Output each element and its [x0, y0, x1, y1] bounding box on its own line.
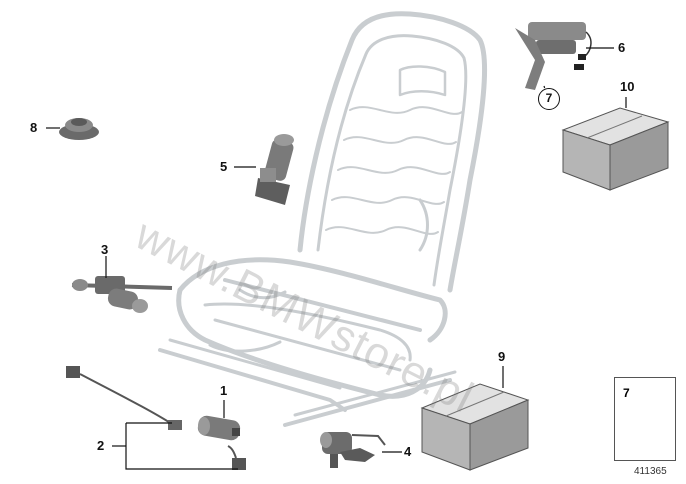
- callout-part-4: 4: [404, 444, 412, 459]
- callout-part-9: 9: [498, 349, 506, 364]
- part-8-round-cap: [59, 118, 99, 140]
- callout-part-3: 3: [101, 242, 109, 257]
- callout-part-10: 10: [620, 79, 635, 94]
- part-9-box: [420, 383, 530, 471]
- leader-lines: [46, 47, 627, 470]
- part-1-motor: [197, 415, 241, 441]
- part-5-motor: [255, 134, 294, 205]
- part-6-lumbar-unit: [515, 22, 592, 90]
- callout-part-8: 8: [30, 120, 38, 135]
- part-2-cables: [66, 366, 246, 470]
- callout-part-2: 2: [97, 438, 105, 453]
- part-10-box: [561, 107, 670, 191]
- callout-part-5: 5: [220, 159, 228, 174]
- callout-part-6: 6: [618, 40, 626, 55]
- diagram-id: 411365: [634, 466, 667, 477]
- part-3-motor-drive: [71, 276, 173, 313]
- callout-part-7: 7: [538, 88, 560, 110]
- seat-frame: [158, 11, 488, 427]
- part-4-adjuster: [320, 432, 386, 468]
- legend-box: 7: [614, 377, 676, 461]
- callout-part-1: 1: [220, 383, 228, 398]
- legend-part-label: 7: [623, 386, 630, 400]
